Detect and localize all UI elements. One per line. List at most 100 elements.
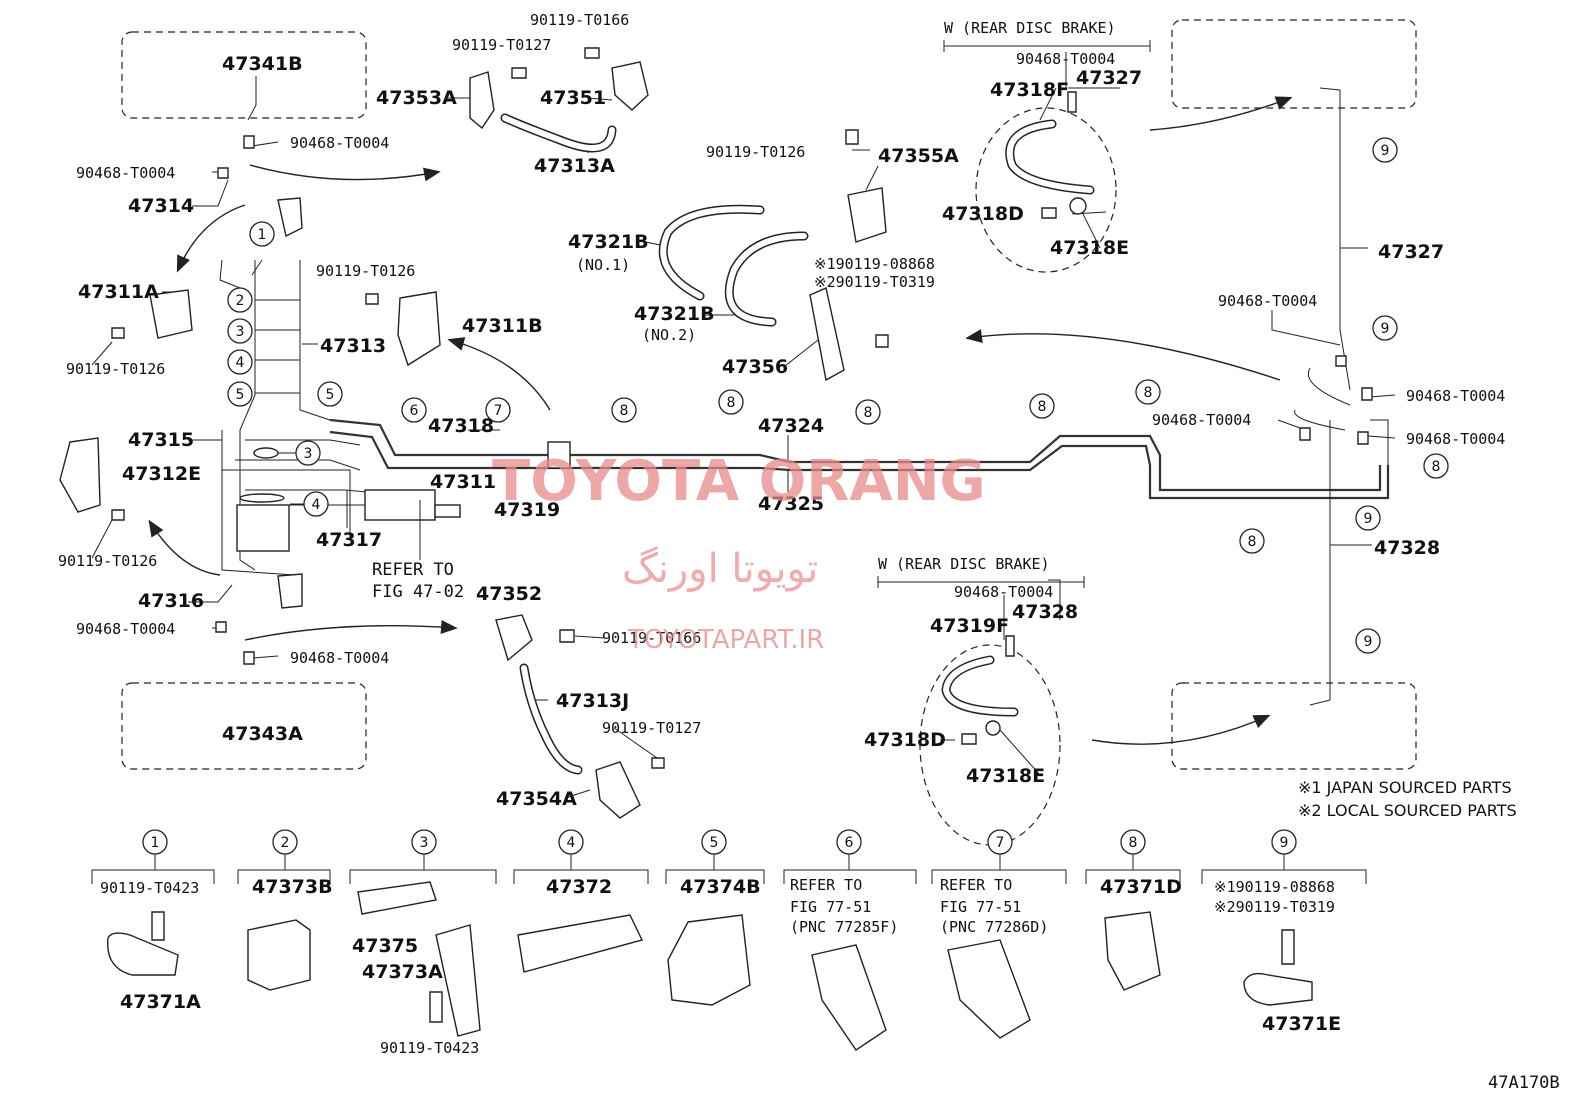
label-47312E: 47312E: [122, 463, 201, 485]
label-47327-right: 47327: [1378, 241, 1444, 263]
label-bolt-90119-T0127-bottom: 90119-T0127: [602, 719, 701, 737]
legend-callout-number: 5: [710, 835, 719, 851]
callout-circle-7: [485, 397, 511, 423]
callout-circle-3: [295, 440, 321, 466]
callout-circle-9: [1355, 628, 1381, 654]
legend-callout-number: 2: [281, 835, 290, 851]
label-47324: 47324: [758, 415, 824, 437]
legend-label: 47371D: [1100, 876, 1182, 898]
label-refer-fig-47-02-line2: FIG 47-02: [372, 582, 464, 602]
callout-number: 9: [1364, 511, 1373, 527]
note-japan-sourced: ※1 JAPAN SOURCED PARTS: [1298, 778, 1512, 797]
legend-label: 90119-T0423: [380, 1039, 479, 1057]
callout-circle-2: [227, 287, 253, 313]
callout-number: 8: [1248, 534, 1257, 550]
legend-label: 47371A: [120, 991, 201, 1013]
brake-assembly-frame-rear-right: [1171, 682, 1417, 770]
brake-assembly-frame-front-left: [121, 31, 367, 119]
callout-circle-1: [249, 221, 275, 247]
callout-number: 3: [236, 324, 245, 340]
label-bolt-90119-T0127-top: 90119-T0127: [452, 36, 551, 54]
callout-circle-5: [227, 381, 253, 407]
legend-bolt-90119-T0423-a: [151, 911, 165, 941]
legend-callout-number: 6: [845, 835, 854, 851]
label-refer-fig-47-02-line1: REFER TO: [372, 560, 454, 580]
legend-label: 47373A: [362, 961, 443, 983]
callout-number: 8: [1038, 399, 1047, 415]
label-clip-90468-T0004-rear-top: 90468-T0004: [1016, 50, 1115, 68]
label-47319: 47319: [494, 499, 560, 521]
callout-circle-9: [1355, 505, 1381, 531]
note-local-sourced: ※2 LOCAL SOURCED PARTS: [1298, 801, 1517, 820]
callout-number: 9: [1364, 634, 1373, 650]
legend-part-47375: [357, 881, 437, 915]
callout-circle-5: [317, 381, 343, 407]
rear-disc-bracket-bottom: [877, 576, 1085, 588]
label-bolt-90119-T0126-c: 90119-T0126: [58, 552, 157, 570]
label-47317: 47317: [316, 529, 382, 551]
label-rear-disc-brake-bottom: W (REAR DISC BRAKE): [878, 555, 1050, 573]
label-47356: 47356: [722, 356, 788, 378]
callout-number: 2: [236, 293, 245, 309]
legend-label: 47374B: [680, 876, 761, 898]
legend-part-47371E: [1243, 972, 1313, 1006]
legend-bracket: [783, 854, 917, 884]
legend-label: 47373B: [252, 876, 333, 898]
legend-bracket: [665, 854, 765, 884]
label-clip-90468-T0004-rear-bottom: 90468-T0004: [954, 583, 1053, 601]
legend-label: REFER TO: [790, 876, 862, 894]
callout-circle-4: [303, 491, 329, 517]
label-bolt-90119-T0126-d: 90119-T0126: [706, 143, 805, 161]
label-47328-right: 47328: [1374, 537, 1440, 559]
label-bolt-90119-T0166-bottom: 90119-T0166: [602, 629, 701, 647]
label-47311: 47311: [430, 471, 496, 493]
callout-number: 8: [1432, 459, 1441, 475]
legend-part-77286D: [947, 939, 1031, 1039]
hose-47313A: [500, 113, 617, 153]
label-bolt-local-90119-T0319: ※290119-T0319: [814, 273, 935, 291]
label-47311B: 47311B: [462, 315, 543, 337]
brackets-and-bolts: [59, 47, 1373, 819]
legend-label: (PNC 77285F): [790, 918, 898, 936]
legend-part-47373B: [247, 919, 311, 991]
legend-part-77285F: [811, 944, 887, 1051]
legend-bracket: [237, 854, 331, 884]
legend-bracket: [1085, 854, 1181, 884]
legend-label: (PNC 77286D): [940, 918, 1048, 936]
callout-number: 5: [236, 387, 245, 403]
legend-bracket: [91, 854, 215, 884]
legend-part-47371D: [1104, 911, 1161, 991]
label-47354A: 47354A: [496, 788, 577, 810]
legend-label: ※290119-T0319: [1214, 898, 1335, 916]
flow-arrows: [148, 96, 1293, 745]
rear-disc-bracket-top: [943, 40, 1151, 52]
legend-bracket: [349, 854, 497, 884]
watermark-persian: تویوتا اورنگ: [622, 546, 818, 592]
legend-bracket: [1201, 854, 1367, 884]
callout-number: 8: [1144, 385, 1153, 401]
clip-legend: 1 90119-T0423 47371A 2 47373B 3 47375 47373A 901…: [91, 829, 1367, 1057]
legend-label: 47375: [352, 935, 418, 957]
label-47351: 47351: [540, 87, 606, 109]
legend-callout-number: 3: [420, 835, 429, 851]
callout-number: 4: [236, 355, 245, 371]
legend-callout-number: 1: [151, 835, 160, 851]
leader-lines: [91, 52, 1396, 799]
callout-circle-8: [1029, 393, 1055, 419]
legend-label: 47371E: [1262, 1013, 1341, 1035]
callout-circle-9: [1372, 137, 1398, 163]
legend-label: FIG 77-51: [940, 898, 1021, 916]
legend-part-47373A: [435, 924, 481, 1037]
legend-label: 90119-T0423: [100, 879, 199, 897]
label-47318E-bottom: 47318E: [966, 765, 1045, 787]
front-pipe-cluster: [219, 259, 461, 576]
legend-callout-number: 7: [996, 835, 1005, 851]
label-bolt-90119-T0166-top: 90119-T0166: [530, 11, 629, 29]
label-47318E-top: 47318E: [1050, 237, 1129, 259]
label-bolt-90119-T0126-a: 90119-T0126: [316, 262, 415, 280]
label-clip-90468-T0004-b: 90468-T0004: [76, 164, 175, 182]
label-clip-90468-T0004-r2: 90468-T0004: [1406, 387, 1505, 405]
label-47321B-no2-sub: (NO.2): [642, 326, 696, 344]
label-47321B-no1-sub: (NO.1): [576, 256, 630, 274]
